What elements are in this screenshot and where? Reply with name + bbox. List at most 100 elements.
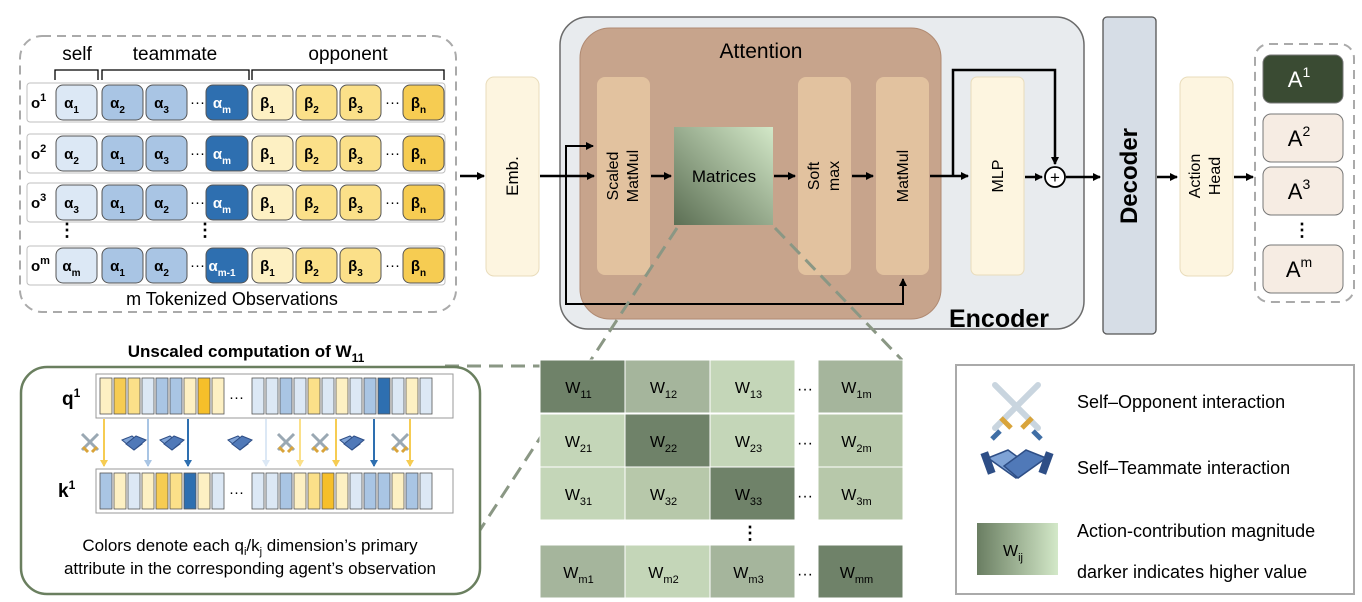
bar-segment [335,472,349,510]
matrices-box [674,127,773,225]
token-label: αm [213,195,231,216]
token-label: α3 [154,95,169,116]
bar-segment [251,472,265,510]
token-label: αm [213,95,231,116]
token-cell [205,84,249,121]
qk-connection-head [406,460,414,467]
bar-segment [377,377,391,415]
handshake-icon [227,435,253,451]
token-cell [402,184,445,221]
action-label: A3 [1288,176,1311,204]
token-cell [101,84,144,121]
unscaled-caption-1: Colors denote each qi/kj dimension’s pri… [82,536,418,558]
unscaled-panel: Unscaled computation of W11 q1 k1 ······… [19,342,482,596]
w-cell [539,359,626,414]
team-dots: ··· [190,194,205,211]
token-label: αm [62,258,80,279]
header-self: self [62,44,92,65]
arrow-residual [951,68,1059,176]
w-cell [709,466,796,521]
handshake-icon [159,435,185,451]
obs-label: o2 [31,143,46,163]
token-cell [295,135,338,172]
emb-label: Emb. [503,156,522,196]
token-cell [251,184,294,221]
token-cell [145,247,188,284]
action-head-block: Action Head [1179,76,1234,277]
token-cell [205,184,249,221]
token-label: α2 [110,95,125,116]
qk-connection-head [100,460,108,467]
w-cell [539,466,626,521]
bar-segment [265,472,279,510]
bar-dots: ··· [229,389,244,406]
w-cell [539,413,626,468]
k-bar: ··· [95,468,454,514]
legend: Self–Opponent interaction Self–Teammate … [955,364,1355,595]
token-label: βn [411,146,426,167]
action-head-box [1179,76,1234,277]
w-cell [709,413,796,468]
w-cell-label: W32 [650,487,677,508]
w-row-dots: ··· [797,488,813,505]
row-dots-vertical-2: ⋮ [196,220,214,240]
scaled-matmul-label-2: MatMul [625,150,642,202]
bar-segment [197,472,211,510]
w-cell-label: Wmm [840,565,873,586]
w-cell-label: Wm2 [648,565,678,586]
header-opponent: opponent [308,44,388,65]
token-label: βn [411,95,426,116]
bar-segment [127,377,141,415]
token-label: β3 [348,258,363,279]
bar-segment [405,377,419,415]
w-cell-label: W1m [841,380,871,401]
w-cell [709,359,796,414]
bar-segment [307,472,321,510]
token-label: β1 [260,146,275,167]
team-dots: ··· [190,94,205,111]
w-cell-label: W31 [565,487,592,508]
arrow-v-branch [565,176,907,305]
token-label: α3 [154,146,169,167]
actions-border [1254,43,1355,303]
bar-segment [169,472,183,510]
token-cell [339,84,382,121]
legend-mag-line1: Action-contribution magnitude [1077,521,1315,541]
w-cell [539,544,626,599]
token-label: β2 [304,95,319,116]
emb-block: Emb. [485,76,540,277]
token-cell [402,247,445,284]
action-label: A2 [1288,123,1311,151]
bar-segment [419,472,433,510]
token-cell [339,184,382,221]
w-cell [817,466,904,521]
token-label: α2 [154,258,169,279]
opp-dots: ··· [385,194,400,211]
token-label: βn [411,258,426,279]
zoom-line-right [773,226,904,362]
bar-segment [405,472,419,510]
token-label: β3 [348,95,363,116]
bar-segment [279,377,293,415]
w-cell [817,413,904,468]
w-matrix-vdots: ⋮ [741,523,759,543]
w-cell [817,359,904,414]
row-dots-vertical: ⋮ [58,220,76,240]
w-cell [709,544,796,599]
bar-segment [99,472,113,510]
token-label: β1 [260,195,275,216]
scaled-matmul-label-1: Scaled [605,152,622,201]
handshake-icon [980,449,1054,479]
token-cell [402,84,445,121]
bar-segment [211,472,225,510]
token-label: β2 [304,195,319,216]
w-cell-label: W33 [735,487,762,508]
residual-add-circle [1044,166,1066,188]
token-cell [145,184,188,221]
token-cell [251,135,294,172]
